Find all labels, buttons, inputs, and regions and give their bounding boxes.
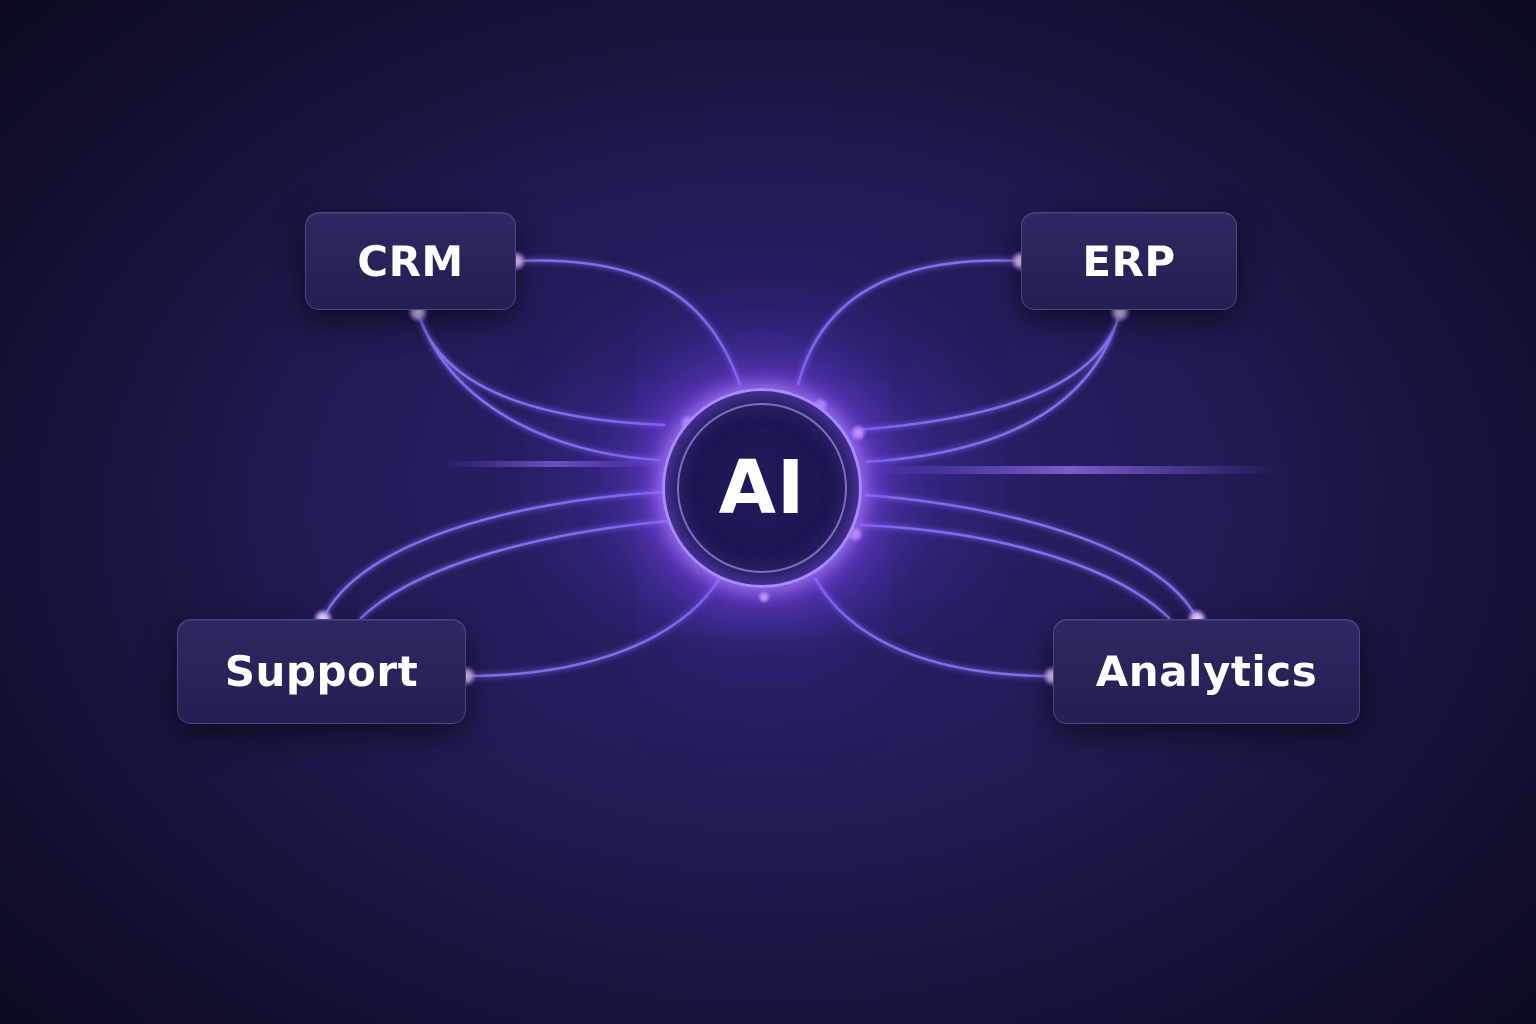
node-analytics-label: Analytics (1095, 647, 1318, 696)
link-erp-side-1 (854, 311, 1122, 432)
node-support: Support (177, 619, 466, 724)
node-analytics: Analytics (1053, 619, 1360, 724)
link-crm-side-1 (416, 311, 666, 427)
hub-spark-7 (757, 590, 771, 604)
light-streak-right (860, 466, 1280, 474)
node-crm: CRM (305, 212, 516, 310)
link-support-top-1 (321, 490, 666, 620)
light-streak-left (440, 461, 670, 467)
hub-spark-3 (849, 424, 867, 442)
ai-hub-inner-ring (677, 403, 847, 573)
link-crm-top (515, 259, 742, 386)
link-crm-side-2 (416, 311, 661, 462)
node-erp-label: ERP (1082, 236, 1176, 286)
ai-hub: AI (662, 388, 862, 588)
link-analytics-side (813, 577, 1054, 678)
link-erp-top (796, 259, 1022, 386)
link-support-side (465, 577, 722, 678)
link-analytics-top-2 (859, 523, 1171, 620)
ai-hub-label: AI (718, 445, 806, 531)
node-support-label: Support (224, 647, 419, 696)
link-analytics-top-1 (864, 493, 1199, 620)
link-erp-side-2 (864, 311, 1122, 464)
node-crm-label: CRM (357, 236, 464, 286)
link-support-top-2 (359, 518, 681, 620)
node-erp: ERP (1021, 212, 1237, 310)
